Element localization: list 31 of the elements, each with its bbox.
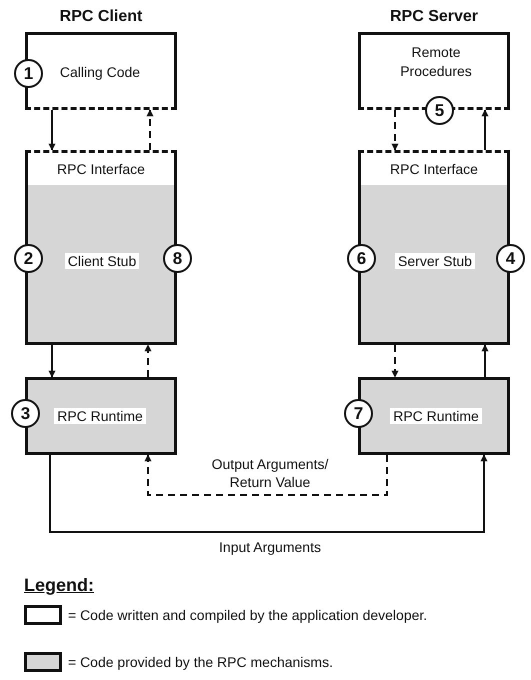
legend-text: = Code provided by the RPC mechanisms. [68,654,333,670]
arrow [48,110,56,151]
box-label: Server Stub [395,253,475,269]
arrow [49,454,488,533]
box-label: RPC Runtime [54,408,146,424]
step-number-circle: 5 [425,96,454,125]
step-number-circle: 6 [347,244,376,273]
column-heading: RPC Client [58,8,144,26]
arrow [146,109,154,150]
step-number-circle: 7 [344,399,373,428]
arrow [482,109,488,150]
box-label: RPC Runtime [390,408,482,424]
arrow [144,344,152,377]
box-label: Calling Code [60,64,140,80]
box-label: Client Stub [64,253,140,269]
legend-title: Legend: [24,575,94,596]
step-number-circle: 3 [11,399,40,428]
column-heading: RPC Server [388,8,480,26]
arrow [392,345,398,378]
step-number-circle: 2 [14,244,43,273]
arrow [482,344,488,377]
legend-text: = Code written and compiled by the application developer. [68,607,428,623]
arrow [48,345,56,378]
step-number-circle: 4 [496,244,525,273]
box-label: Remote Procedures [400,44,472,79]
step-number-circle: 1 [14,59,43,88]
arrow [392,110,398,151]
step-number-circle: 8 [163,244,192,273]
arrow [144,454,388,496]
interface-heading: RPC Interface [389,160,479,179]
interface-heading: RPC Interface [56,160,146,179]
